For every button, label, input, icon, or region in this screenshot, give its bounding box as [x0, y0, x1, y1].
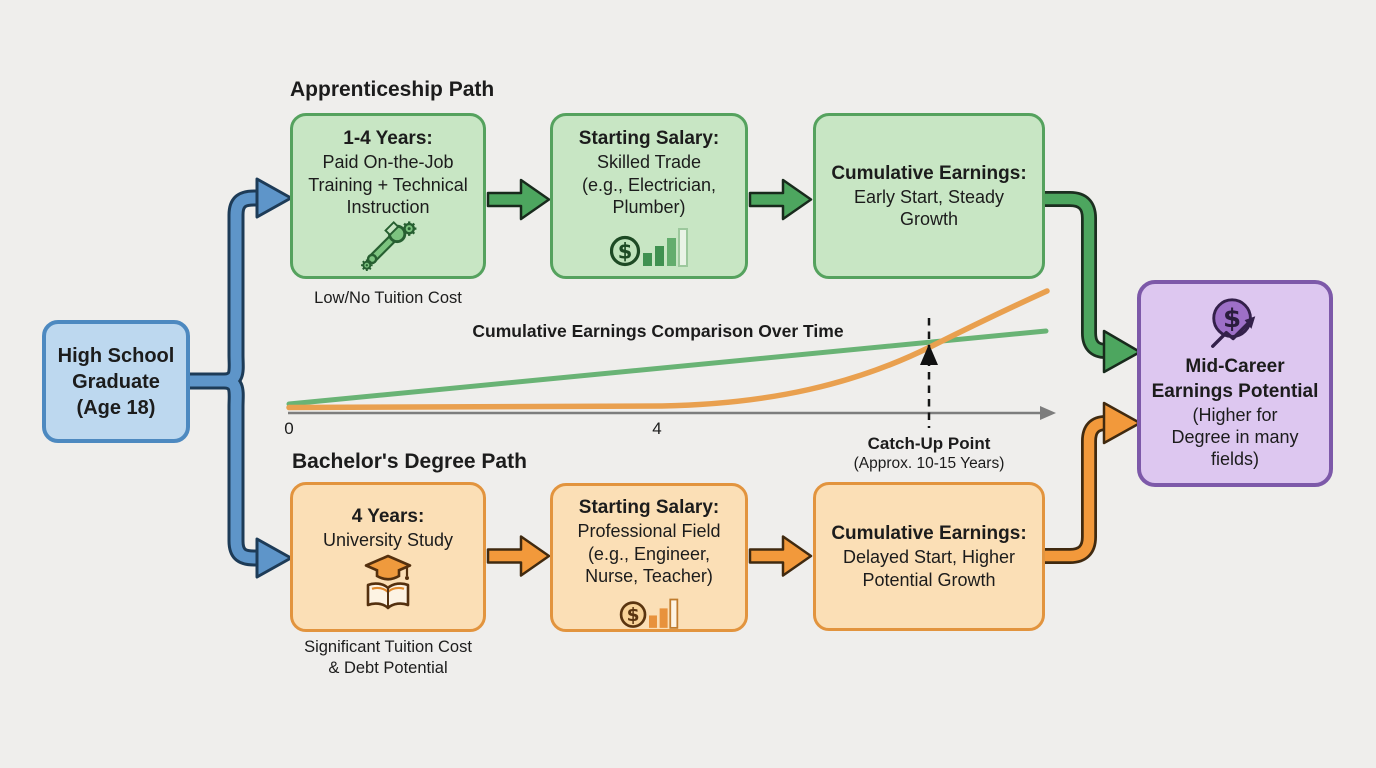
end-node-subtitle: (Higher for Degree in many fields): [1171, 404, 1299, 470]
bachelor-cumulative-box: Cumulative Earnings: Delayed Start, High…: [813, 482, 1045, 631]
box-body: Professional Field (e.g., Engineer, Nurs…: [577, 521, 721, 586]
bachelor-path-heading: Bachelor's Degree Path: [292, 450, 527, 473]
coin-trend-up-icon: $: [1211, 298, 1256, 349]
box-body: University Study: [322, 530, 454, 551]
start-node-high-school-graduate: High School Graduate (Age 18): [42, 320, 190, 443]
dollar-symbol: $: [618, 240, 633, 264]
catch-up-arrowhead: [920, 344, 938, 365]
box-title: Cumulative Earnings:: [831, 162, 1027, 184]
box-body: Early Start, Steady Growth: [853, 186, 1005, 230]
blue-arrowhead-top: [255, 177, 293, 219]
box-title: 1-4 Years:: [343, 128, 433, 149]
green-elbow-arrow: [1044, 191, 1142, 374]
box-body: Skilled Trade (e.g., Electrician, Plumbe…: [581, 152, 717, 217]
start-node-label: High School Graduate (Age 18): [57, 344, 175, 419]
dollar-symbol: $: [627, 605, 640, 626]
blue-split-arrow: [179, 177, 293, 579]
x-axis-arrowhead: [1040, 406, 1056, 420]
green-flow-arrow-1: [486, 178, 551, 221]
catch-up-point-sublabel: (Approx. 10-15 Years): [853, 455, 1005, 472]
graduation-cap-book-icon: [364, 554, 412, 609]
apprenticeship-salary-box: Starting Salary: Skilled Trade (e.g., El…: [550, 113, 748, 279]
box-title: Starting Salary:: [578, 497, 720, 518]
earnings-comparison-chart: [286, 288, 1056, 428]
bachelor-study-box: 4 Years: University Study: [290, 482, 486, 632]
coin-bar-chart-icon: $: [610, 228, 688, 268]
catch-up-point-label: Catch-Up Point: [867, 434, 991, 453]
apprenticeship-training-box: 1-4 Years: Paid On-the-Job Training + Te…: [290, 113, 486, 279]
coin-bar-chart-icon: $: [619, 598, 679, 629]
blue-arrowhead-bottom: [255, 537, 293, 579]
orange-elbow-arrow: [1044, 401, 1142, 564]
orange-flow-arrow-2: [748, 535, 813, 577]
dollar-symbol: $: [1223, 304, 1241, 334]
box-body: Delayed Start, Higher Potential Growth: [842, 547, 1016, 590]
box-title: 4 Years:: [351, 506, 425, 527]
chart-title: Cumulative Earnings Comparison Over Time: [472, 321, 844, 341]
bachelor-salary-box: Starting Salary: Professional Field (e.g…: [550, 483, 748, 632]
box-title: Cumulative Earnings:: [831, 523, 1027, 545]
end-node-title: Mid-Career Earnings Potential: [1151, 356, 1319, 402]
orange-flow-arrow-1: [486, 535, 551, 577]
x-tick-4: 4: [652, 419, 662, 438]
apprenticeship-path-heading: Apprenticeship Path: [290, 78, 495, 101]
apprenticeship-note: Low/No Tuition Cost: [314, 289, 462, 307]
box-body: Paid On-the-Job Training + Technical Ins…: [308, 152, 468, 217]
end-node-mid-career-earnings: $ Mid-Career Earnings Potential (Higher …: [1137, 280, 1333, 487]
apprenticeship-cumulative-box: Cumulative Earnings: Early Start, Steady…: [813, 113, 1045, 279]
bachelor-note: Significant Tuition Cost & Debt Potentia…: [304, 638, 472, 678]
wrench-gears-icon: [361, 221, 417, 272]
box-title: Starting Salary:: [578, 128, 720, 149]
x-tick-0: 0: [284, 419, 294, 438]
green-flow-arrow-2: [748, 178, 813, 221]
